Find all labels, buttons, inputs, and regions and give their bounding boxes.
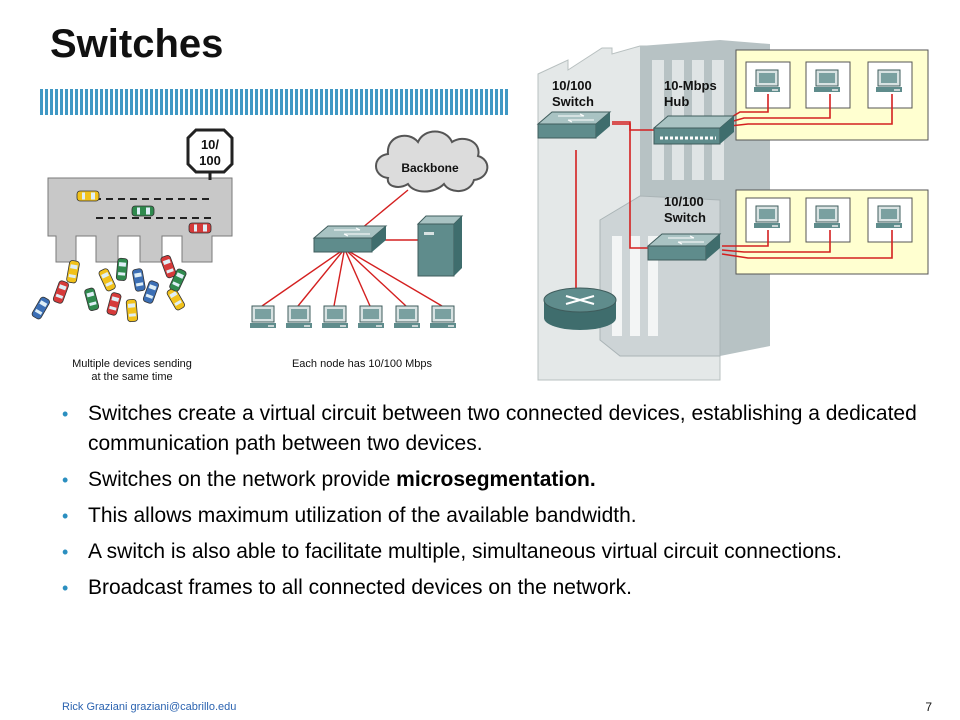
- switch1-label-line2: Switch: [552, 94, 594, 109]
- bullet-list: • Switches create a virtual circuit betwe…: [62, 399, 922, 609]
- bullet-item: • A switch is also able to facilitate mul…: [62, 537, 922, 567]
- title-underline-bar: [40, 89, 510, 115]
- bullet-text: Switches on the network provide: [88, 468, 397, 491]
- pc-icon: [393, 305, 421, 329]
- footer-author: Rick Graziani graziani@cabrillo.edu: [62, 701, 237, 713]
- bullet-dot-icon: •: [62, 470, 69, 490]
- pc-icon: [813, 69, 841, 93]
- hub-label-line1: 10-Mbps: [664, 78, 717, 93]
- bullet-text: Broadcast frames to all connected device…: [88, 576, 632, 599]
- switch-icon: [537, 111, 611, 139]
- bullet-text: This allows maximum utilization of the a…: [88, 504, 637, 527]
- backbone-cloud: [375, 130, 489, 193]
- bullet-dot-icon: •: [62, 578, 69, 598]
- bullet-dot-icon: •: [62, 542, 69, 562]
- network-figure: 10/ 100 Backbone: [30, 40, 929, 381]
- pc-icon: [357, 305, 385, 329]
- pc-icon: [429, 305, 457, 329]
- bullet-dot-icon: •: [62, 506, 69, 526]
- hub-label-line2: Hub: [664, 94, 689, 109]
- backbone-star-illustration: Backbone: [249, 130, 489, 329]
- caption-middle: Each node has 10/100 Mbps: [291, 358, 433, 370]
- sign-text-line2: 100: [199, 153, 221, 168]
- pc-icon: [875, 69, 903, 93]
- caption-left: Multiple devices sending at the same tim…: [52, 358, 212, 384]
- switch1-label-line1: 10/100: [552, 78, 592, 93]
- backbone-label: Backbone: [401, 161, 459, 175]
- page-number: 7: [925, 700, 932, 714]
- hub-icon: [652, 115, 736, 145]
- pc-icon: [285, 305, 313, 329]
- speed-sign: [186, 128, 234, 174]
- traffic-analogy-illustration: 10/ 100: [30, 128, 234, 323]
- router-icon: [543, 287, 617, 330]
- bullet-bold-text: microsegmentation.: [396, 468, 596, 491]
- slide-title: Switches: [50, 22, 224, 66]
- sign-text-line1: 10/: [201, 137, 219, 152]
- switch2-label-line2: Switch: [664, 210, 706, 225]
- bullet-item: • Broadcast frames to all connected devic…: [62, 573, 922, 603]
- switch-icon: [647, 233, 721, 261]
- bullet-item: • Switches create a virtual circuit betwe…: [62, 399, 922, 459]
- bullet-dot-icon: •: [62, 404, 69, 424]
- pc-icon: [875, 205, 903, 229]
- switch2-label-line1: 10/100: [664, 194, 704, 209]
- pc-icon: [753, 69, 781, 93]
- caption-left-line1: Multiple devices sending: [72, 358, 192, 370]
- bullet-item: • This allows maximum utilization of the …: [62, 501, 922, 531]
- bullet-text: Switches create a virtual circuit betwee…: [88, 402, 917, 455]
- pc-icon: [321, 305, 349, 329]
- caption-left-line2: at the same time: [91, 371, 173, 383]
- pc-icon: [813, 205, 841, 229]
- pc-icon: [753, 205, 781, 229]
- bullet-text: A switch is also able to facilitate mult…: [88, 540, 843, 563]
- switch-icon: [313, 225, 387, 253]
- pc-icon: [249, 305, 277, 329]
- building-network-illustration: 10/100 Switch 10-Mbps Hub 10/100 Switch: [537, 40, 929, 381]
- bullet-item: • Switches on the network provide microse…: [62, 465, 922, 495]
- server-icon: [416, 215, 464, 277]
